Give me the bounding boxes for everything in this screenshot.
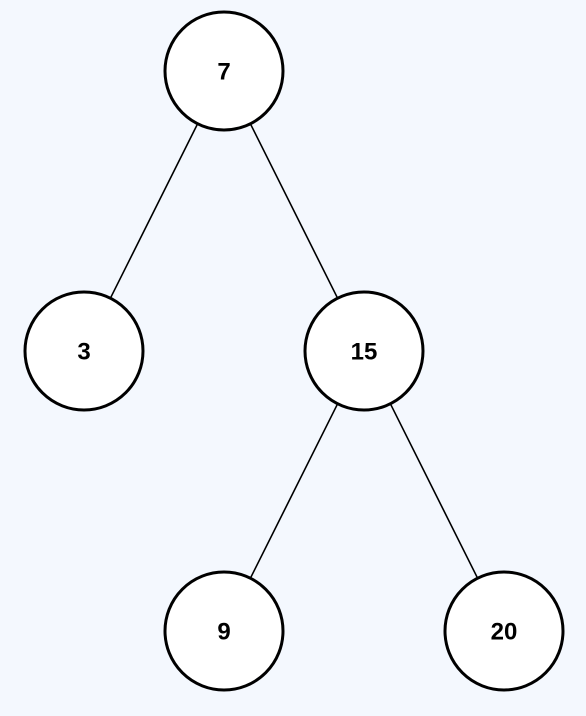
edge-7-to-3 [109,123,199,300]
tree-node-15: 15 [303,290,425,412]
tree-nodes: 7 3 15 9 20 [23,10,565,692]
tree-node-15-circle [303,290,425,412]
tree-node-7-circle [163,10,285,132]
tree-node-20-label: 20 [491,619,518,646]
tree-node-7-label: 7 [217,59,230,86]
tree-node-20: 20 [443,570,565,692]
edge-15-to-20 [389,402,479,580]
tree-node-9-label: 9 [217,619,230,646]
edge-15-to-9 [249,402,339,580]
tree-node-7: 7 [163,10,285,132]
edge-7-to-15 [249,123,339,300]
tree-node-20-circle [443,570,565,692]
tree-node-3-label: 3 [77,339,90,366]
tree-node-3-circle [23,290,145,412]
tree-node-15-label: 15 [351,339,378,366]
tree-node-3: 3 [23,290,145,412]
tree-edges [109,123,479,580]
tree-node-9-circle [163,570,285,692]
tree-node-9: 9 [163,570,285,692]
